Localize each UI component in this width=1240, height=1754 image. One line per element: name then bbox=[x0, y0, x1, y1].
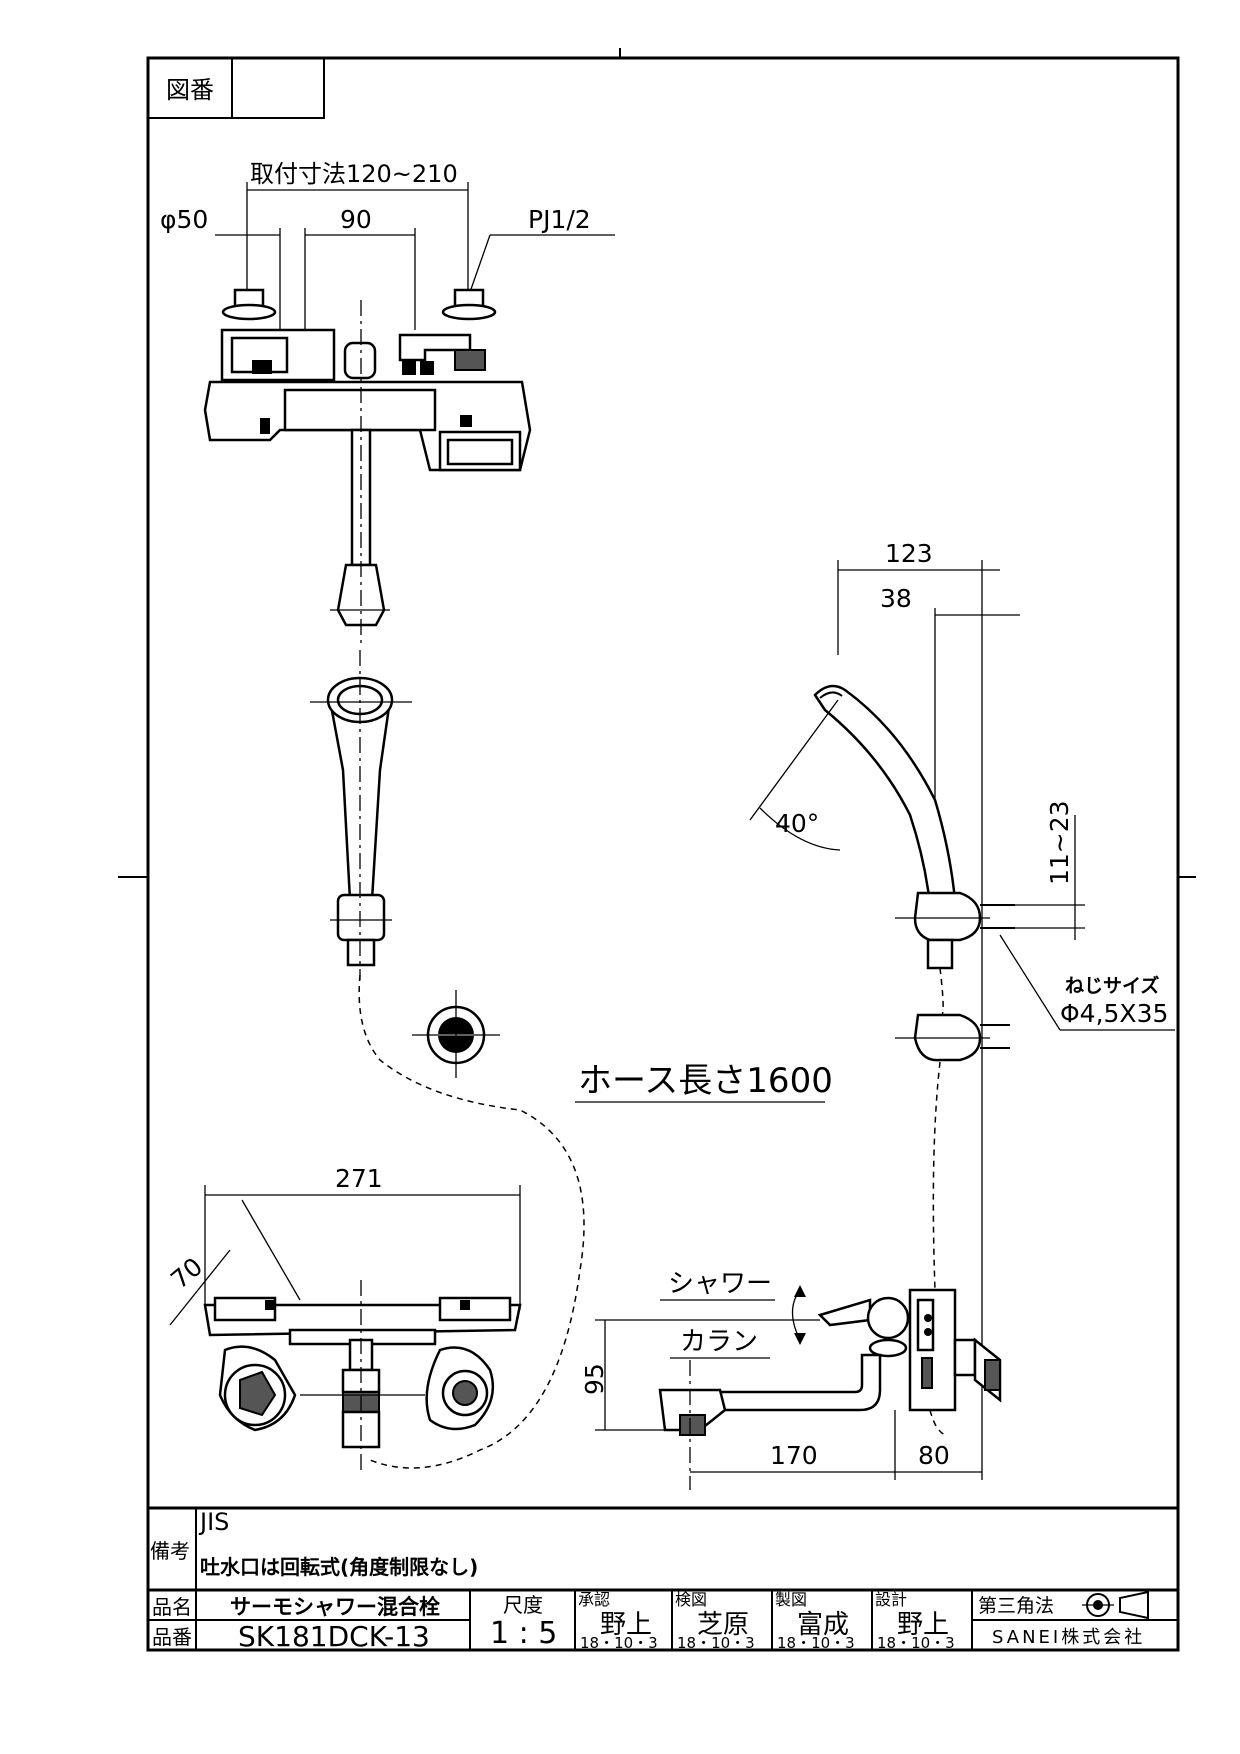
tap-side-view: シャワー カラン 95 170 80 bbox=[580, 1269, 1002, 1490]
title-block: 備考 JIS 吐水口は回転式(角度制限なし) 品名 サーモシャワー混合栓 品番 … bbox=[148, 1506, 1178, 1653]
approver-date-1: 18・10・3 bbox=[580, 1634, 658, 1652]
front-view: 取付寸法120~210 φ50 90 PJ1/2 bbox=[160, 160, 615, 645]
screw-size-value: Φ4,5X35 bbox=[1060, 999, 1168, 1028]
note-1: JIS bbox=[198, 1508, 229, 1536]
dim-95: 95 bbox=[580, 1363, 609, 1395]
hinban-value: SK181DCK-13 bbox=[238, 1620, 430, 1653]
zuban-box: 図番 bbox=[147, 57, 325, 119]
dim-pj: PJ1/2 bbox=[528, 205, 591, 234]
dim-38: 38 bbox=[880, 584, 912, 613]
hose-section bbox=[412, 990, 500, 1078]
dim-angle: 40° bbox=[775, 809, 819, 838]
approver-name-1: 野上 bbox=[600, 1610, 652, 1640]
company-name: SANEI株式会社 bbox=[992, 1627, 1145, 1648]
approver-date-3: 18・10・3 bbox=[777, 1634, 855, 1652]
approver-date-2: 18・10・3 bbox=[677, 1634, 755, 1652]
plan-view: 271 70 bbox=[165, 1164, 522, 1470]
projection-label: 第三角法 bbox=[978, 1595, 1054, 1617]
approver-name-2: 芝原 bbox=[697, 1610, 749, 1640]
third-angle-projection-icon bbox=[1082, 1590, 1149, 1620]
approver-role-3: 製図 bbox=[775, 1590, 807, 1609]
approver-role-1: 承認 bbox=[578, 1590, 610, 1609]
label-caran: カラン bbox=[680, 1327, 758, 1357]
hose-length-label: ホース長さ1600 bbox=[578, 1061, 833, 1101]
scale-label: 尺度 bbox=[503, 1593, 543, 1617]
hinban-label: 品番 bbox=[152, 1625, 192, 1649]
dim-170: 170 bbox=[770, 1441, 818, 1470]
approver-role-2: 検図 bbox=[675, 1590, 707, 1609]
dim-90: 90 bbox=[340, 205, 372, 234]
screw-size-label: ねじサイズ bbox=[1065, 974, 1159, 997]
zuban-label: 図番 bbox=[166, 76, 214, 104]
dim-271: 271 bbox=[335, 1164, 383, 1193]
dim-phi50: φ50 bbox=[160, 205, 208, 234]
sheet-frame bbox=[118, 48, 1196, 1652]
shower-head-front bbox=[310, 650, 412, 980]
dim-80: 80 bbox=[918, 1441, 950, 1470]
approver-role-4: 設計 bbox=[875, 1590, 907, 1609]
dim-123: 123 bbox=[885, 539, 933, 568]
dim-11-23: 11~23 bbox=[1045, 800, 1074, 885]
hose-path bbox=[358, 974, 585, 1469]
hinmei-label: 品名 bbox=[152, 1595, 192, 1619]
hinmei-value: サーモシャワー混合栓 bbox=[230, 1595, 440, 1619]
approver-name-3: 富成 bbox=[797, 1610, 849, 1640]
label-shower: シャワー bbox=[668, 1269, 772, 1299]
scale-value: 1 : 5 bbox=[490, 1616, 557, 1651]
side-view: 123 38 40° 11~23 ねじサイズ Φ4,5X35 bbox=[749, 539, 1175, 1480]
note-2: 吐水口は回転式(角度制限なし) bbox=[200, 1555, 478, 1579]
dim-70: 70 bbox=[165, 1252, 208, 1295]
dim-mount-range: 取付寸法120~210 bbox=[250, 160, 458, 188]
approver-date-4: 18・10・3 bbox=[877, 1634, 955, 1652]
approver-name-4: 野上 bbox=[897, 1610, 949, 1640]
bikou-label: 備考 bbox=[150, 1539, 190, 1563]
